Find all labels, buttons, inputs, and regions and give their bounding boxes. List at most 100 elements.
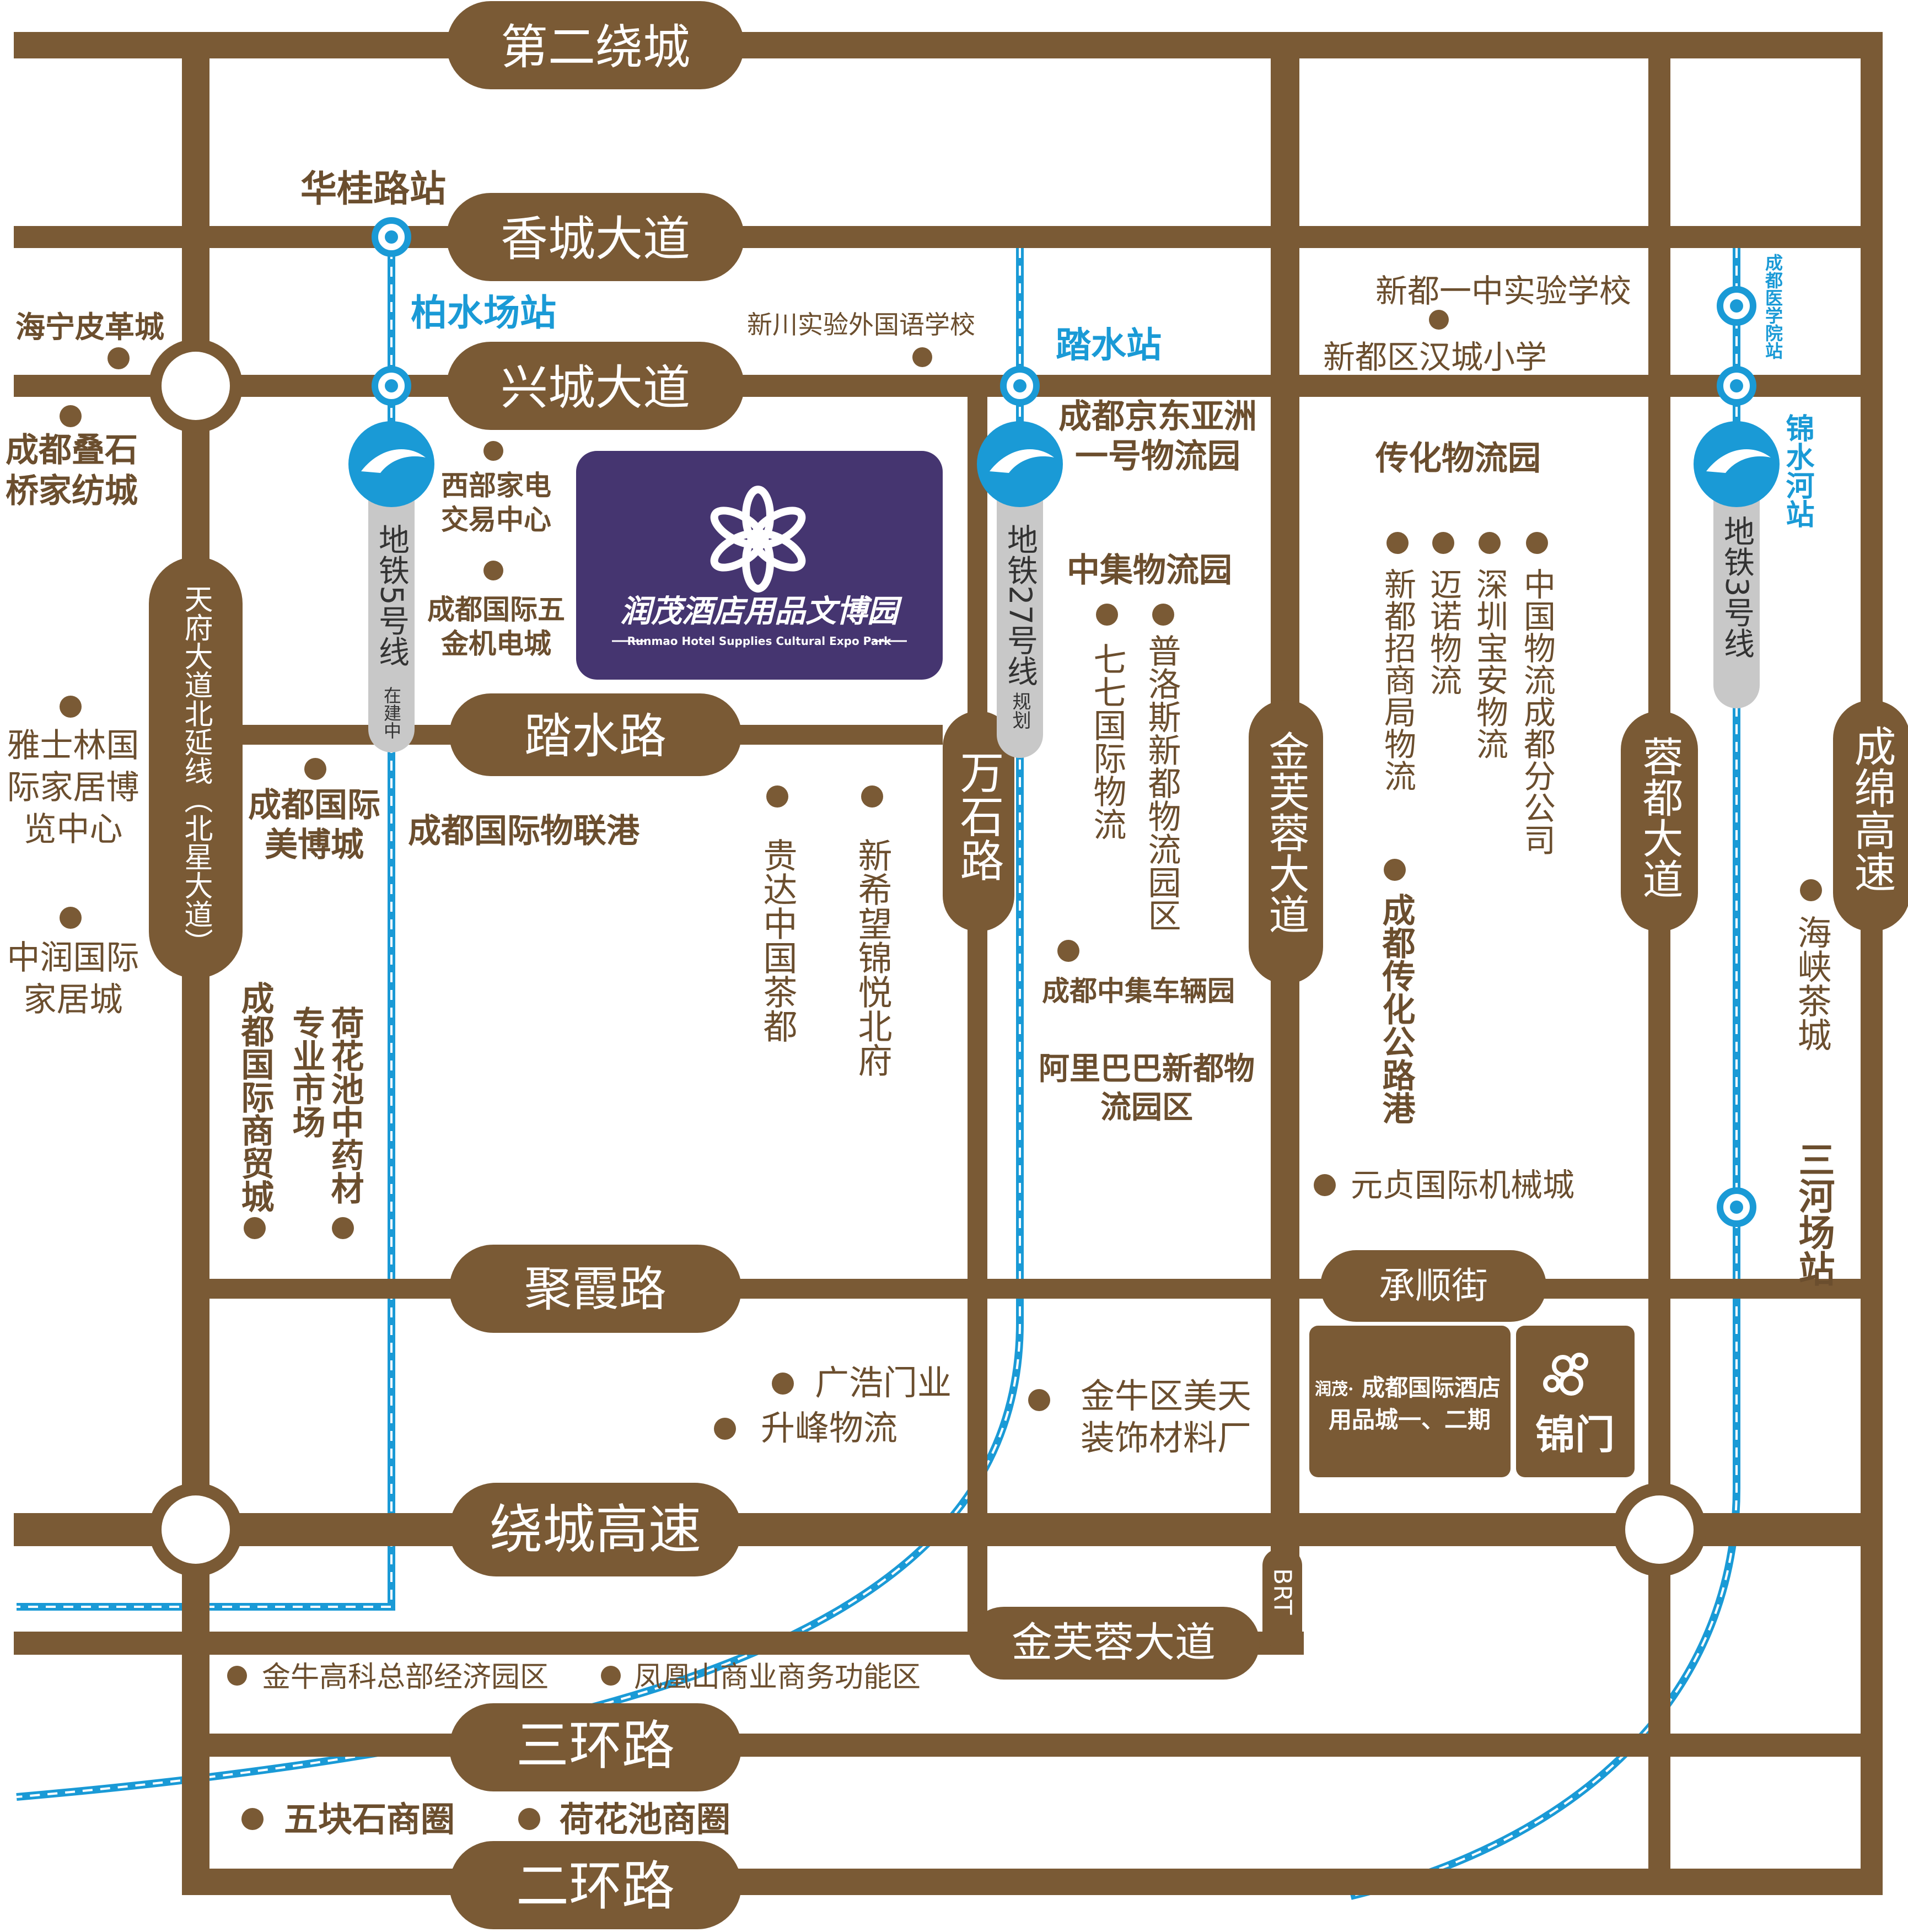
poi-dot (60, 907, 82, 929)
line3-label: 地铁3号线 (1719, 515, 1755, 659)
hotel-city-prefix: 润茂· (1315, 1380, 1353, 1399)
poi-dot (1152, 604, 1174, 626)
road-rongdu-bar (1648, 32, 1670, 1895)
poi-label-zhongji: 中集物流园 (1067, 551, 1232, 590)
poi-dot (1096, 604, 1118, 626)
poi-label-jingdong-wrap: 成都京东亚洲一号物流园 (1058, 397, 1257, 476)
jinmen-brand: 锦门 (1535, 1411, 1615, 1458)
poi-dot (1057, 940, 1079, 962)
poi-dot (861, 785, 883, 808)
poi-label-hehuachi: 荷花池中药材专业市场 (287, 1006, 364, 1204)
line27-label: 地铁27号线 (1002, 524, 1038, 686)
pill-jinfurong-h (968, 1607, 1260, 1680)
poi-dot (518, 1808, 540, 1830)
pill-xiangcheng (447, 193, 744, 281)
poi-dot (108, 347, 130, 369)
poi-dot (772, 1373, 794, 1395)
poi-label-baoan: 深圳宝安物流 (1471, 568, 1508, 760)
poi-label-zhongrun-wrap: 中润国际家居城 (7, 939, 139, 1019)
line3-badge (1694, 421, 1780, 507)
poi-label-yuanzhen: 元贞国际机械城 (1351, 1166, 1574, 1204)
road-label-chengshun: 承顺街 (1379, 1264, 1488, 1307)
poi-label-qiqi: 七七国际物流 (1088, 642, 1126, 841)
road-label-ring-expressway: 绕城高速 (490, 1499, 701, 1560)
poi-dots (60, 310, 1822, 1830)
pill-line27 (997, 452, 1043, 758)
poi-dot (1526, 532, 1548, 554)
poi-label-wujin: 成都国际五金机电城 (427, 594, 565, 660)
road-juxia-bar (193, 1279, 1883, 1299)
poi-label-puluosi: 普洛斯新都物流园区 (1142, 634, 1181, 932)
station-dot (1730, 1201, 1743, 1214)
metro-pills: 地铁5号线 在建中 地铁27号线 规划 地铁3号线 (348, 421, 1780, 758)
poi-label-xinxiwang: 新希望锦悦北府 (852, 838, 893, 1077)
road-label-rongdu: 蓉都大道 (1636, 736, 1683, 899)
pill-second-ring-road (449, 1841, 741, 1929)
jinmen-cloud-icon (1543, 1353, 1588, 1396)
station-marker-dots (385, 230, 1743, 1214)
poi-label-zhongguo-wuliu: 中国物流成都分公司 (1518, 568, 1556, 855)
line5-note: 在建中 (381, 686, 402, 739)
flower-icon (710, 486, 806, 593)
road-ring-expressway-bar (14, 1513, 1883, 1546)
road-second-ring-bar (14, 32, 1883, 58)
poi-dot (1429, 310, 1449, 330)
road-label-brt: BRT (1269, 1568, 1297, 1615)
poi-label-chuanhua-park: 传化物流园 (1375, 439, 1541, 478)
line5-badge (348, 421, 434, 507)
poi-dot (1384, 859, 1406, 881)
line27-note: 规划 (1009, 692, 1031, 729)
poi-label-meitian-wrap: 金牛区美天装饰材料厂 (1081, 1376, 1251, 1458)
poi-label-guanghao: 广浩门业 (815, 1363, 952, 1403)
line5-label: 地铁5号线 (374, 524, 410, 667)
station-label-baishuichang: 柏水场站 (411, 292, 556, 334)
poi-label-xinchuan: 新川实验外国语学校 (747, 310, 975, 340)
poi-label-guida: 贵达中国茶都 (757, 838, 798, 1043)
poi-label-shangmao: 成都国际商贸城 (235, 981, 275, 1213)
poi-label-xindu-school: 新都一中实验学校 (1375, 272, 1631, 310)
poi-label-alibaba-wrap: 阿里巴巴新都物流园区 (1039, 1051, 1255, 1126)
road-label-jinfurong-v: 金芙蓉大道 (1262, 730, 1309, 934)
station-labels: 华桂路站 柏水场站 踏水站 成都医学院站 锦水河站 三河场站 (300, 168, 1835, 1287)
hotel-city-background (1309, 1326, 1511, 1477)
poi-label-wulian: 成都国际物联港 (408, 812, 640, 851)
poi-label-dieshiqiao-wrap: 成都叠石桥家纺城 (6, 431, 138, 510)
poi-dot (60, 405, 82, 427)
poi-label-wujin-wrap: 成都国际五金机电城 (427, 594, 565, 660)
road-second-ring-road-bar (193, 1869, 1883, 1895)
poi-dot (1386, 532, 1409, 554)
logo-background (576, 451, 943, 680)
poi-dot (1432, 532, 1454, 554)
poi-label-cheliang: 成都中集车辆园 (1042, 975, 1235, 1007)
poi-dot (1479, 532, 1501, 554)
road-chengmian-bar (1861, 32, 1883, 1895)
pill-xingcheng (447, 342, 744, 430)
road-labels: 第二绕城 香城大道 兴城大道 踏水路 聚霞路 承顺街 绕城高速 金芙蓉大道 三环… (149, 1, 1908, 1929)
poi-label-xibu-wrap: 西部家电交易中心 (441, 470, 551, 536)
pill-tashui (449, 693, 741, 776)
metro-line-5-inner (17, 232, 393, 1608)
hotel-city-line2: 用品城一、二期 (1329, 1406, 1491, 1433)
hotel-city-line1: 成都国际酒店 (1362, 1374, 1501, 1401)
poi-label-wukuaishi: 五块石商圈 (284, 1799, 455, 1839)
poi-label-zhongrun: 中润国际家居城 (7, 939, 139, 1019)
poi-dot (241, 1808, 264, 1830)
poi-label-meibo: 成都国际美博城 (248, 786, 380, 864)
poi-dot (304, 758, 326, 780)
road-label-tashui: 踏水路 (524, 709, 667, 764)
pill-rongdu (1621, 711, 1698, 932)
road-label-chengmian: 成绵高速 (1847, 725, 1896, 892)
road-label-second-ring: 第二绕城 (501, 20, 690, 75)
road-label-second-ring-road: 二环路 (516, 1855, 675, 1917)
poi-label-puluosi-wrap: 普洛斯新都物流园区 (1142, 634, 1181, 932)
poi-dot (332, 1217, 354, 1239)
road-label-juxia: 聚霞路 (524, 1262, 667, 1317)
poi-dot (601, 1666, 621, 1686)
metro-logo-icon (361, 449, 426, 473)
station-label-jinshuihe: 锦水河站 (1781, 413, 1814, 528)
station-label-huagui: 华桂路站 (300, 168, 446, 210)
metro-logo-icon (990, 449, 1054, 473)
pill-jinfurong-v (1249, 700, 1323, 984)
road-network (14, 32, 1883, 1895)
